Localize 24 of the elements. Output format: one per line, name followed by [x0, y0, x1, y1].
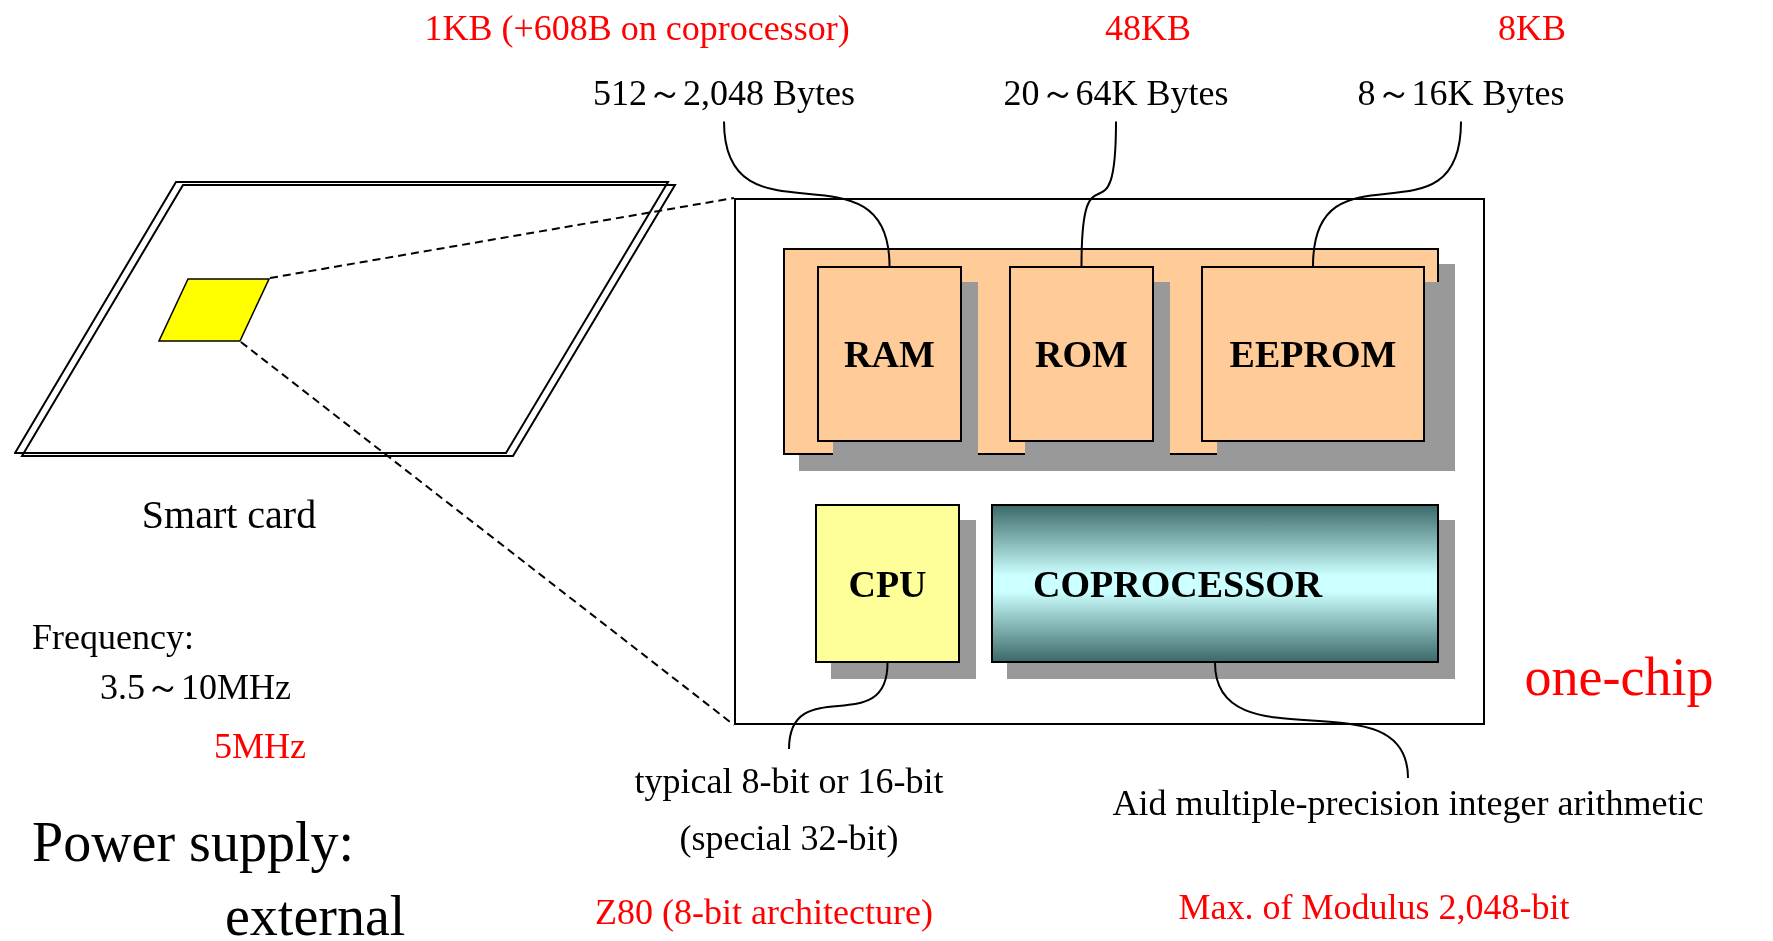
leader-line — [788, 662, 889, 750]
spec-label: 5MHz — [214, 725, 306, 767]
spec-label: Frequency: — [32, 616, 194, 658]
leader-line — [1080, 120, 1117, 267]
spec-label: 3.5～10MHz — [100, 665, 291, 709]
annotation-text: 512～2,048 Bytes — [593, 71, 855, 115]
leader-line — [1312, 120, 1462, 267]
annotation-text: typical 8-bit or 16-bit (special 32-bit) — [633, 760, 945, 860]
zoom-line — [269, 197, 735, 279]
card-label: Smart card — [141, 490, 317, 538]
annotation-note: 8KB — [1498, 7, 1566, 49]
spec-label: Power supply: — [32, 810, 354, 874]
annotation-note: 48KB — [1105, 7, 1191, 49]
leader-line — [1214, 662, 1409, 779]
leader-line — [723, 120, 891, 267]
zoom-line — [239, 341, 735, 726]
annotation-text: 8～16K Bytes — [1357, 71, 1565, 115]
annotation-note: Z80 (8-bit architecture) — [595, 891, 933, 933]
annotation-text: 20～64K Bytes — [1003, 71, 1229, 115]
spec-label: external — [225, 884, 406, 941]
annotation-note: Max. of Modulus 2,048-bit — [1178, 886, 1570, 928]
annotation-text: Aid multiple-precision integer arithmetic — [1112, 782, 1704, 824]
annotation-note: 1KB (+608B on coprocessor) — [424, 7, 850, 49]
chip-label: one-chip — [1524, 646, 1714, 708]
